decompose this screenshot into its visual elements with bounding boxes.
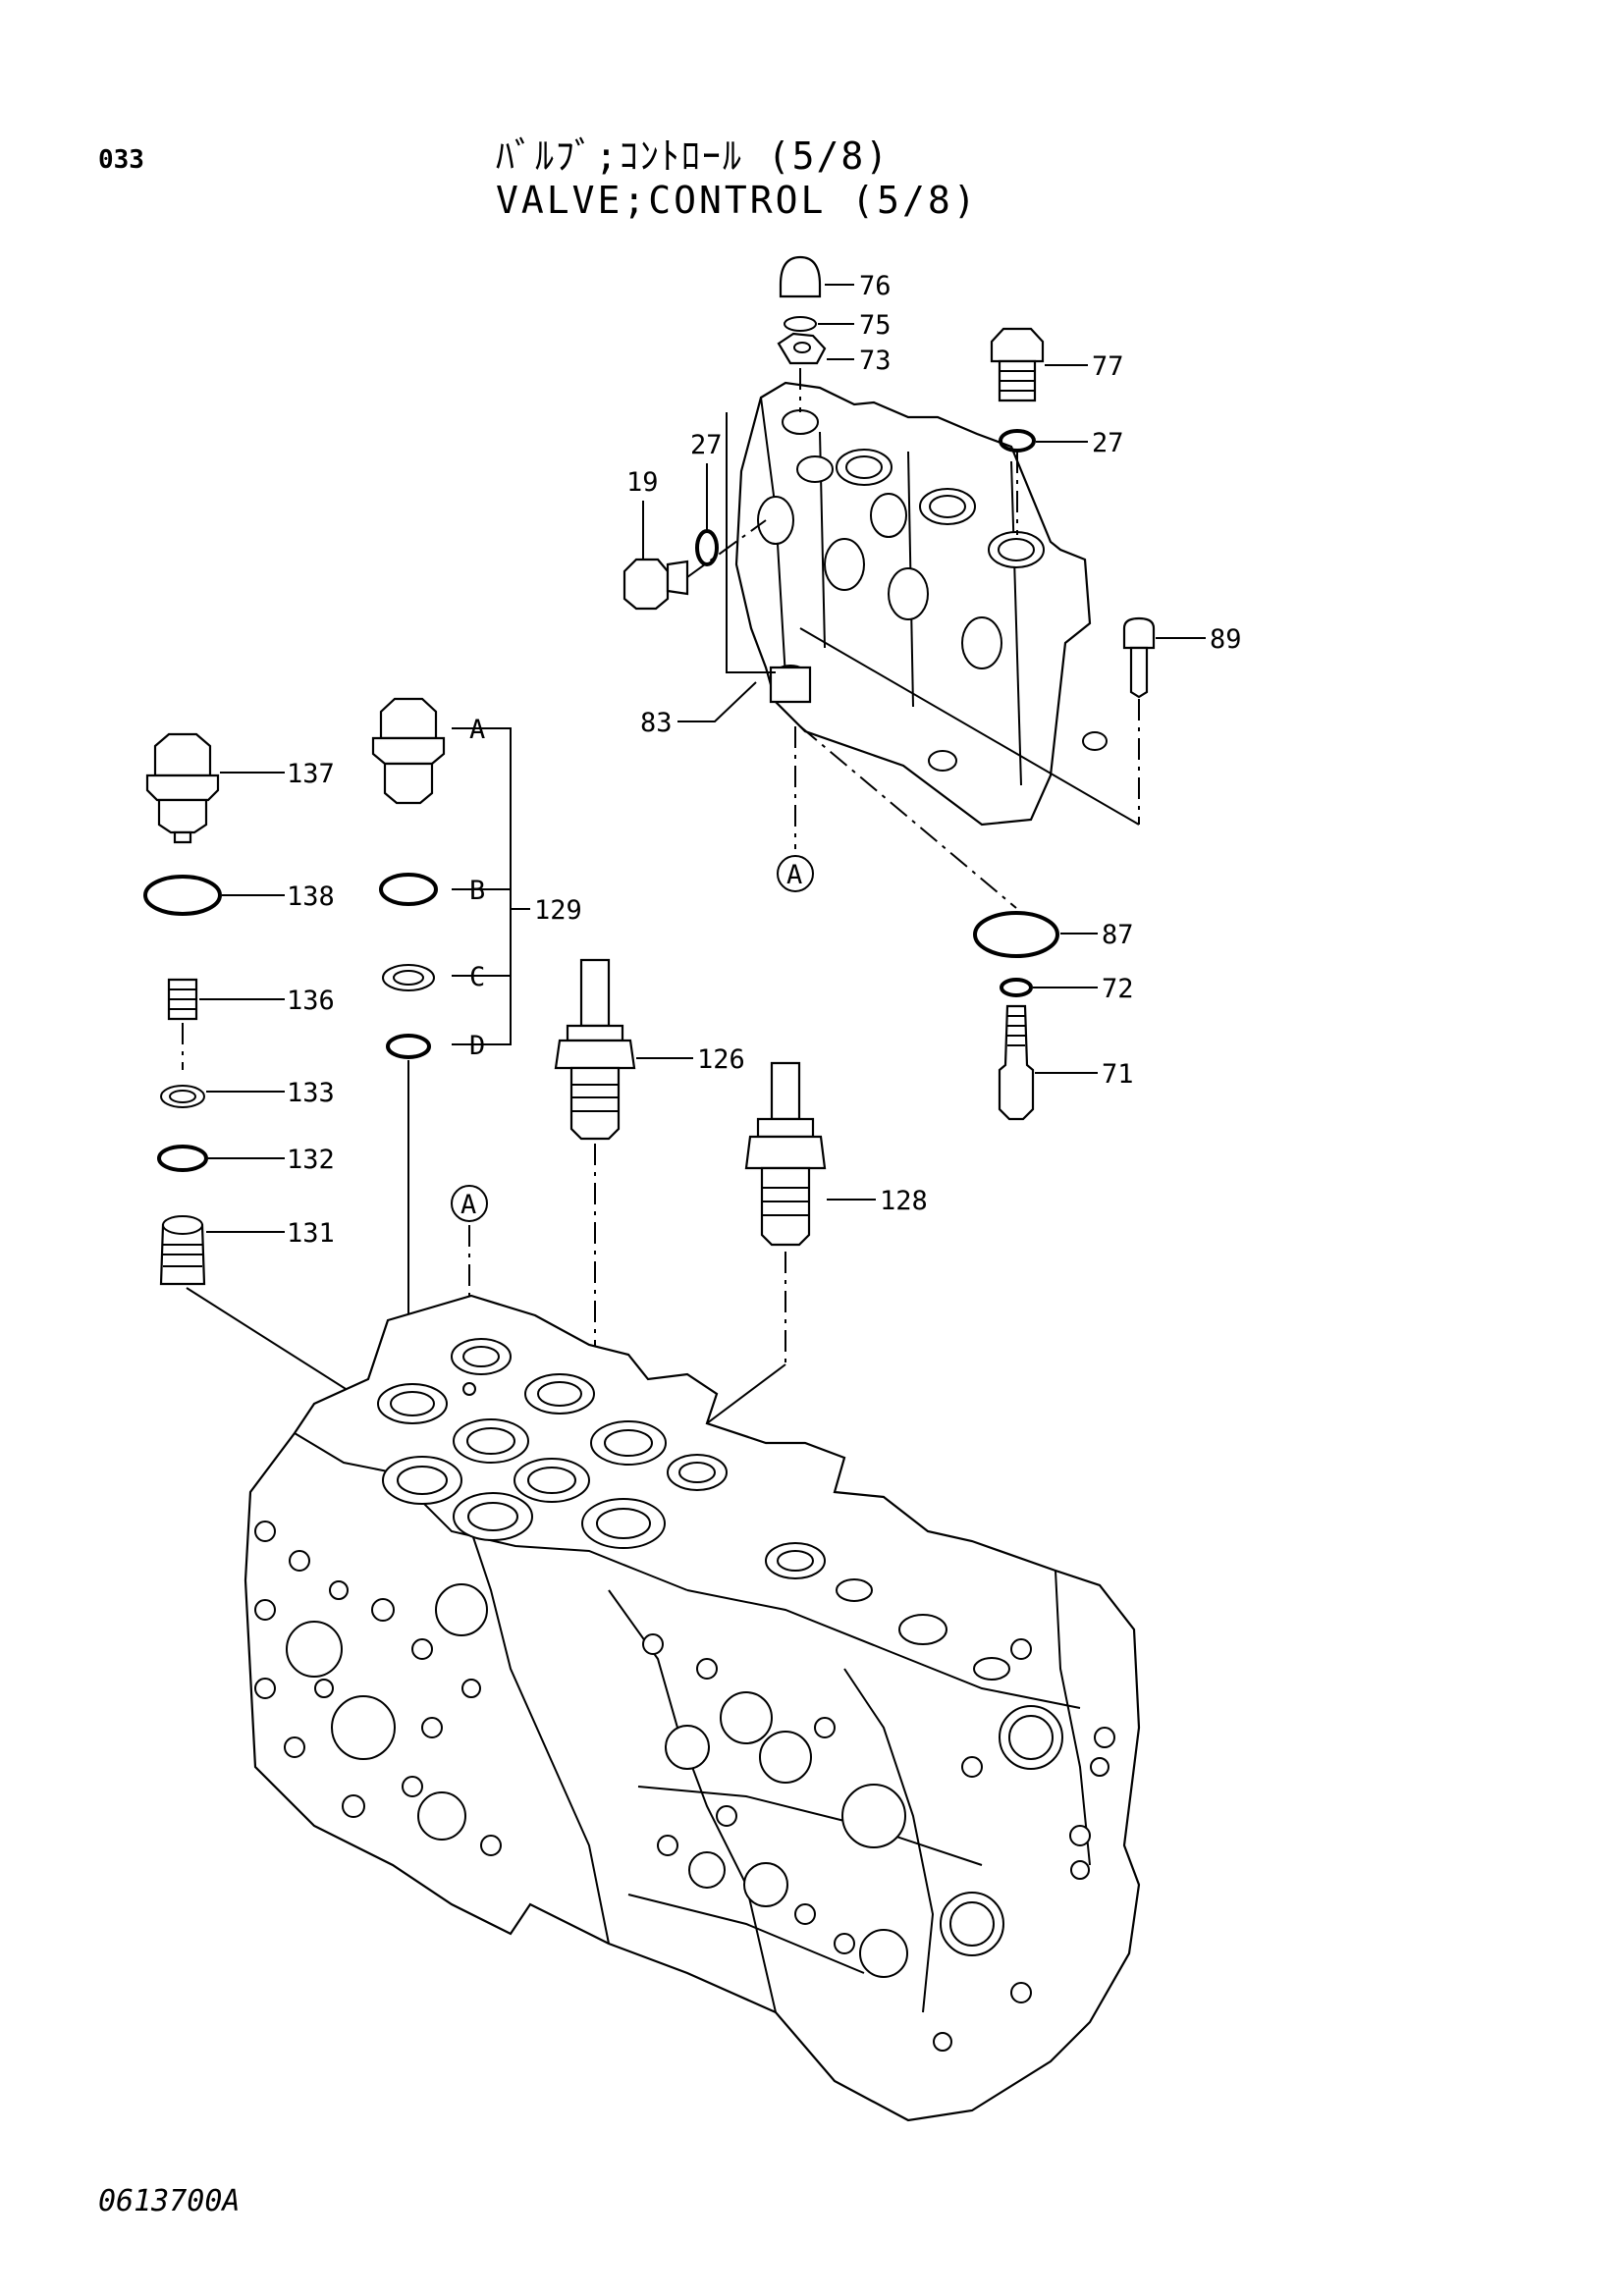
- part-136-spring: [167, 978, 198, 1021]
- part-129-relief-valve: [371, 697, 446, 805]
- part-129d-o-ring: [386, 1034, 431, 1059]
- callout-71: 71: [1102, 1059, 1134, 1090]
- callout-77: 77: [1092, 351, 1124, 382]
- callouts: 76 75 73 77 27 27 19 89 83 87 72 71 137 …: [199, 271, 1242, 1249]
- part-76-cap: [779, 255, 822, 298]
- callout-133: 133: [287, 1078, 335, 1108]
- part-77-plug: [990, 327, 1045, 402]
- callout-136: 136: [287, 986, 335, 1016]
- callout-128: 128: [880, 1186, 928, 1216]
- part-87-o-ring: [973, 911, 1059, 958]
- callout-72: 72: [1102, 974, 1134, 1004]
- part-129b-o-ring: [379, 873, 438, 906]
- drawing-code: 0613700A: [98, 2184, 241, 2218]
- callout-75: 75: [859, 310, 892, 341]
- callout-131: 131: [287, 1218, 335, 1249]
- callout-129: 129: [534, 895, 582, 926]
- part-27-o-ring-right: [999, 429, 1036, 453]
- page-title-japanese: ﾊﾞﾙﾌﾞ;ｺﾝﾄﾛｰﾙ (5/8): [496, 134, 891, 178]
- callout-129-B: B: [469, 876, 485, 906]
- cover-block: [734, 381, 1108, 827]
- page-title-english: VALVE;CONTROL (5/8): [496, 179, 979, 222]
- callout-126: 126: [697, 1044, 745, 1075]
- callout-27-right: 27: [1092, 428, 1124, 458]
- part-129c-ring: [382, 964, 435, 991]
- part-132-o-ring: [157, 1145, 208, 1172]
- part-71-stud: [998, 1004, 1035, 1121]
- part-137-plug: [145, 732, 220, 844]
- main-valve-body: [243, 1294, 1141, 2122]
- callout-138: 138: [287, 881, 335, 912]
- part-138-o-ring: [143, 875, 222, 916]
- callout-73: 73: [859, 346, 892, 376]
- callout-129-A: A: [469, 715, 485, 745]
- reference-marker-a-lower: A: [460, 1190, 476, 1220]
- part-75-snap-ring: [784, 316, 817, 332]
- callout-137: 137: [287, 759, 335, 789]
- part-126-valve: [554, 958, 636, 1141]
- part-72-ring: [1000, 978, 1033, 997]
- callout-129-D: D: [469, 1031, 485, 1061]
- callout-27-left: 27: [690, 430, 723, 460]
- part-19-plug: [622, 558, 689, 611]
- callout-129-C: C: [469, 962, 485, 992]
- part-89-bolt: [1122, 616, 1156, 699]
- callout-89: 89: [1210, 624, 1242, 655]
- callout-132: 132: [287, 1145, 335, 1175]
- part-27-o-ring-left: [695, 529, 719, 566]
- callout-19: 19: [626, 467, 659, 498]
- page-number: 033: [98, 145, 144, 175]
- callout-76: 76: [859, 271, 892, 301]
- part-73-nut: [777, 332, 827, 365]
- reference-marker-a-upper: A: [786, 860, 802, 890]
- part-128-valve: [744, 1061, 827, 1247]
- part-133-washer: [160, 1085, 205, 1108]
- callout-83: 83: [640, 708, 673, 738]
- callout-87: 87: [1102, 920, 1134, 950]
- part-131-sleeve: [159, 1215, 206, 1286]
